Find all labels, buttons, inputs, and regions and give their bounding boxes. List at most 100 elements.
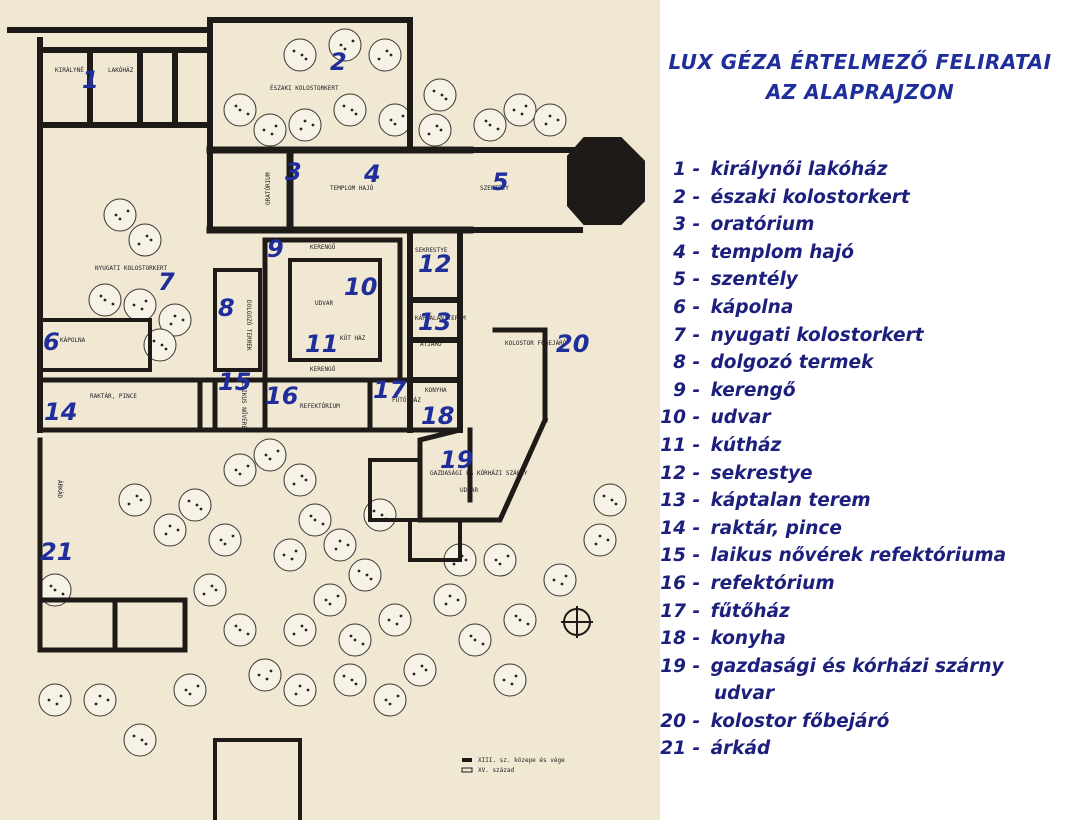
tree xyxy=(543,563,577,597)
legend-item-description: dolgozó termek xyxy=(710,352,874,374)
label-gazdasagi: GAZDASÁGI ÉS KÓRHÁZI SZÁRNY xyxy=(430,469,528,477)
legend-item-description: gazdasági és kórházi szárny xyxy=(710,655,1004,677)
tree-dot xyxy=(412,672,416,676)
plan-number-5: 5 xyxy=(492,168,509,196)
plan-number-20: 20 xyxy=(556,330,589,358)
tree-dot xyxy=(610,498,614,502)
tree-dot xyxy=(181,318,185,322)
legend-item-description: árkád xyxy=(710,738,771,760)
tree-dot xyxy=(346,543,350,547)
north-arrow-icon xyxy=(561,606,593,638)
tree-dot xyxy=(514,674,518,678)
legend-item-description: kerengő xyxy=(710,379,796,401)
tree-dot xyxy=(292,49,296,53)
legend-item: 9 - kerengő xyxy=(640,377,1006,405)
legend-item-description: szentély xyxy=(710,269,798,291)
label-kut: KÚT HÁZ xyxy=(340,335,366,342)
legend-item-separator: - xyxy=(686,352,707,374)
legend-item-description: laikus nővérek refektóriuma xyxy=(710,545,1007,567)
tree-dot xyxy=(264,453,268,457)
legend-item: 15 - laikus nővérek refektóriuma xyxy=(640,542,1006,570)
tree-dot xyxy=(294,549,298,553)
plan-number-17: 17 xyxy=(373,376,407,404)
tree-dot xyxy=(274,124,278,128)
tree xyxy=(433,583,467,617)
tree-dot xyxy=(520,112,524,116)
legend-item-separator: - xyxy=(686,490,707,512)
tree-dot xyxy=(556,118,560,122)
tree-dot xyxy=(498,562,502,566)
label-kaptalan: KÁPTALAN TEREM xyxy=(415,315,466,322)
plan-number-1: 1 xyxy=(82,66,99,94)
tree-dot xyxy=(99,294,103,298)
tree xyxy=(153,513,187,547)
tree-dot xyxy=(353,638,357,642)
tree-dot xyxy=(137,242,141,246)
tree-dot xyxy=(464,558,468,562)
legend-item-number: 4 xyxy=(673,241,686,263)
tree xyxy=(178,488,212,522)
tree-dot xyxy=(214,588,218,592)
tree-dot xyxy=(372,509,376,513)
tree-dot xyxy=(614,502,618,506)
tree-dot xyxy=(304,478,308,482)
label-konyha: KONYHA xyxy=(425,387,447,394)
legend-item-number: 14 xyxy=(660,517,686,539)
tree-dot xyxy=(127,502,131,506)
tree xyxy=(533,103,567,137)
legend-item: 16 - refektórium xyxy=(640,570,1006,598)
tree xyxy=(493,663,527,697)
legend-item-separator: - xyxy=(686,738,707,760)
tree xyxy=(118,483,152,517)
tree xyxy=(283,613,317,647)
legend-item-description: refektórium xyxy=(710,572,835,594)
tree xyxy=(403,653,437,687)
tree-dot xyxy=(300,53,304,57)
tree xyxy=(253,438,287,472)
tree-dot xyxy=(524,104,528,108)
tree-dot xyxy=(328,602,332,606)
tree xyxy=(83,683,117,717)
tree-dot xyxy=(299,127,303,131)
legend-item-separator: - xyxy=(686,655,707,677)
plan-number-14: 14 xyxy=(44,398,77,426)
legend-item-separator: - xyxy=(686,269,707,291)
tree-dot xyxy=(387,618,391,622)
legend-item-number: 21 xyxy=(660,738,686,760)
tree-dot xyxy=(510,682,514,686)
legend-item: 4 - templom hajó xyxy=(640,239,1006,267)
tree-dot xyxy=(176,528,180,532)
tree-dot xyxy=(506,554,510,558)
garden-trees xyxy=(38,28,627,757)
tree-dot xyxy=(361,642,365,646)
label-raktar: RAKTÁR, PINCE xyxy=(90,393,137,400)
tree-dot xyxy=(389,118,393,122)
tree-dot xyxy=(257,673,261,677)
legend-item-description: káptalan terem xyxy=(710,490,871,512)
tree-dot xyxy=(385,49,389,53)
legend-item: 11 - kútház xyxy=(640,432,1006,460)
tree-dot xyxy=(152,339,156,343)
legend-item-description: kútház xyxy=(710,434,782,456)
tree-dot xyxy=(321,522,325,526)
tree-dot xyxy=(111,302,115,306)
tree xyxy=(253,113,287,147)
tree-dot xyxy=(61,592,65,596)
tree xyxy=(483,543,517,577)
label-refektorium: REFEKTÓRIUM xyxy=(300,403,340,410)
label-kerengo-bottom: KERENGŐ xyxy=(310,366,336,373)
tree xyxy=(173,673,207,707)
tree-dot xyxy=(114,213,118,217)
legend-item-separator: - xyxy=(686,545,707,567)
plan-number-markers: 1 2 3 4 5 6 7 8 9 10 11 12 13 14 15 16 1… xyxy=(40,48,589,566)
tree-dot xyxy=(149,238,153,242)
tree-dot xyxy=(262,128,266,132)
tree-dot xyxy=(594,542,598,546)
tree-dot xyxy=(324,598,328,602)
tree-dot xyxy=(342,674,346,678)
tree-dot xyxy=(268,457,272,461)
tree-dot xyxy=(196,684,200,688)
legend-panel: LUX GÉZA ÉRTELMEZŐ FELIRATAI AZ ALAPRAJZ… xyxy=(640,40,1090,820)
legend-item: 7 - nyugati kolostorkert xyxy=(640,322,1006,350)
